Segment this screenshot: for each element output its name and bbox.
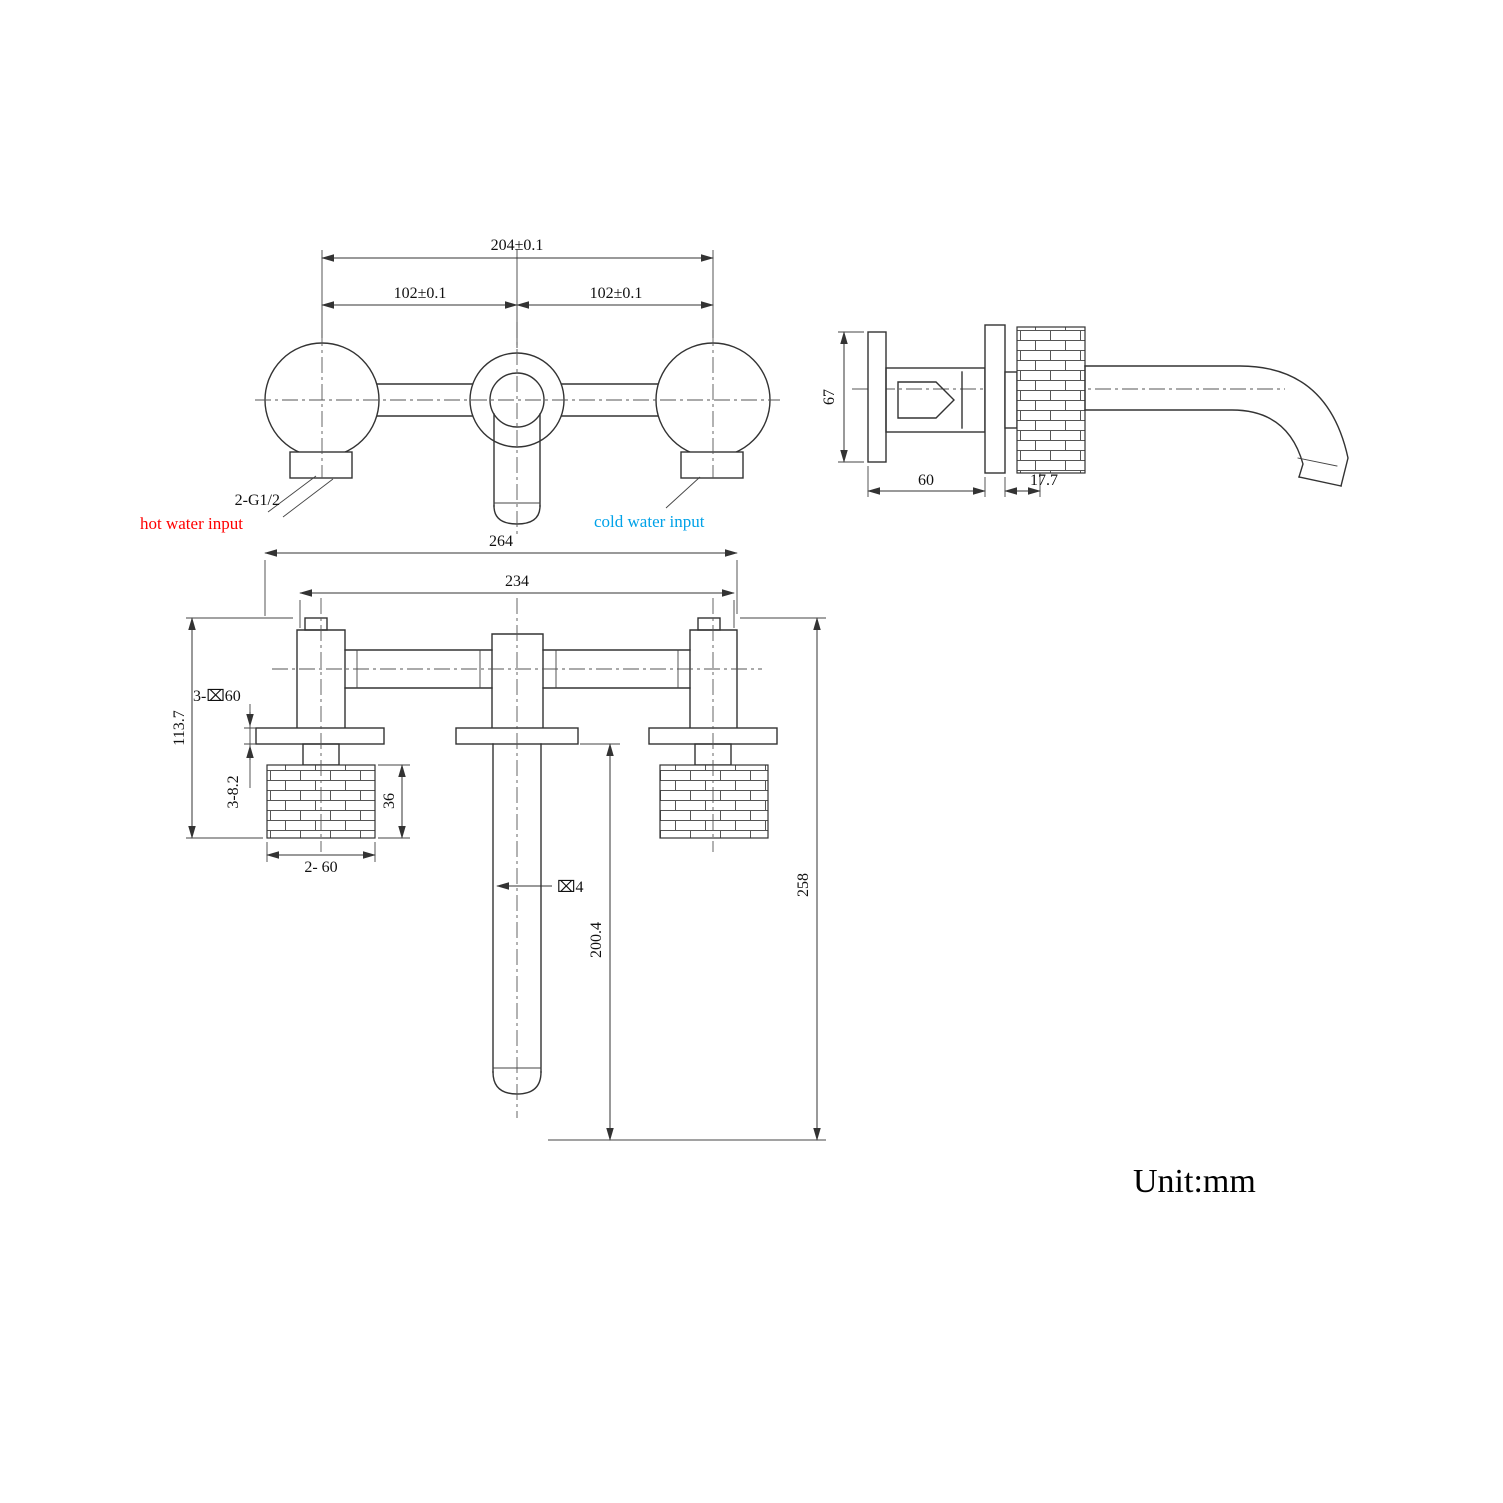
dim-17-7-label: 17.7 (1030, 472, 1058, 489)
plan-extension-lines (186, 560, 826, 1141)
side-extension-lines (838, 331, 1041, 497)
dim-204-label: 204±0.1 (491, 237, 544, 254)
front-dimensions: 204±0.1 102±0.1 102±0.1 (321, 237, 714, 348)
dim-113-7-label: 113.7 (171, 710, 188, 745)
hot-flange (255, 727, 385, 745)
plan-view: 264 234 113.7 3-⌧60 3-8.2 36 2- 60 ⌧4 20… (171, 533, 826, 1141)
side-dimensions: 67 60 17.7 (821, 331, 1058, 497)
dim-200-4-label: 200.4 (588, 922, 605, 958)
escutcheon-dia-callout: 3-⌧60 (193, 688, 241, 705)
dim-102-left-label: 102±0.1 (394, 285, 447, 302)
front-extension-lines (321, 250, 714, 348)
cold-leader-line (665, 476, 701, 509)
dim-67-label: 67 (821, 389, 838, 405)
cold-handle-knurl (659, 764, 769, 839)
side-view: 67 60 17.7 (821, 324, 1349, 497)
hot-inlet-block (289, 451, 353, 479)
valve-body-side (885, 367, 986, 433)
dim-258-label: 258 (795, 873, 812, 897)
dim-36-label: 36 (381, 793, 398, 809)
front-centerlines (255, 322, 780, 535)
spout-body-plan (491, 633, 544, 729)
cold-inlet-block (680, 451, 744, 479)
escutcheon-side (984, 324, 1006, 474)
handle-knurl-side (1016, 326, 1086, 474)
hot-water-input-label: hot water input (140, 514, 243, 533)
spout-dia-callout: ⌧4 (557, 879, 583, 896)
spout-escutcheon-inner (489, 372, 545, 428)
cold-valve-plan (689, 617, 738, 729)
dim-264-label: 264 (489, 533, 513, 550)
valve-arrow-detail (897, 381, 955, 419)
hot-leader-lines (267, 475, 334, 518)
wall-plate-side (867, 331, 887, 463)
front-view: 2-G1/2 hot water input cold water input … (140, 237, 780, 535)
dim-234-label: 234 (505, 573, 529, 590)
dim-60-label: 60 (918, 472, 934, 489)
spout-side (1084, 365, 1349, 487)
dim-102-right-label: 102±0.1 (590, 285, 643, 302)
unit-label: Unit:mm (1133, 1163, 1256, 1200)
handle-dia-label: 2- 60 (304, 859, 337, 876)
plan-dimensions: 264 234 113.7 3-⌧60 3-8.2 36 2- 60 ⌧4 20… (171, 533, 826, 1141)
handle-hub-side (1004, 371, 1018, 429)
cold-water-input-label: cold water input (594, 512, 705, 531)
flange-thickness-callout: 3-8.2 (225, 775, 242, 808)
thread-callout-label: 2-G1/2 (235, 492, 280, 509)
